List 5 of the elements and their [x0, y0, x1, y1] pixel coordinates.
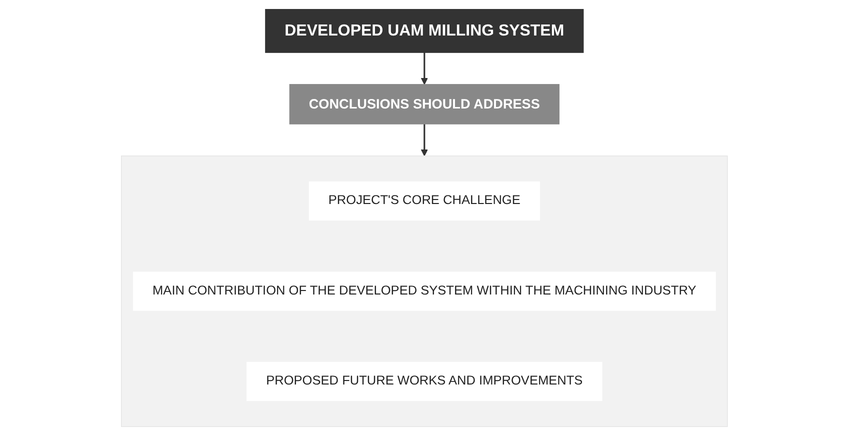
cluster: [120, 155, 728, 426]
arrow: [420, 52, 428, 84]
node-box: CONCLUSIONS SHOULD ADDRESS: [288, 84, 560, 124]
node-box: DEVELOPED UAM MILLING SYSTEM: [264, 8, 584, 52]
arrow: [420, 123, 428, 156]
